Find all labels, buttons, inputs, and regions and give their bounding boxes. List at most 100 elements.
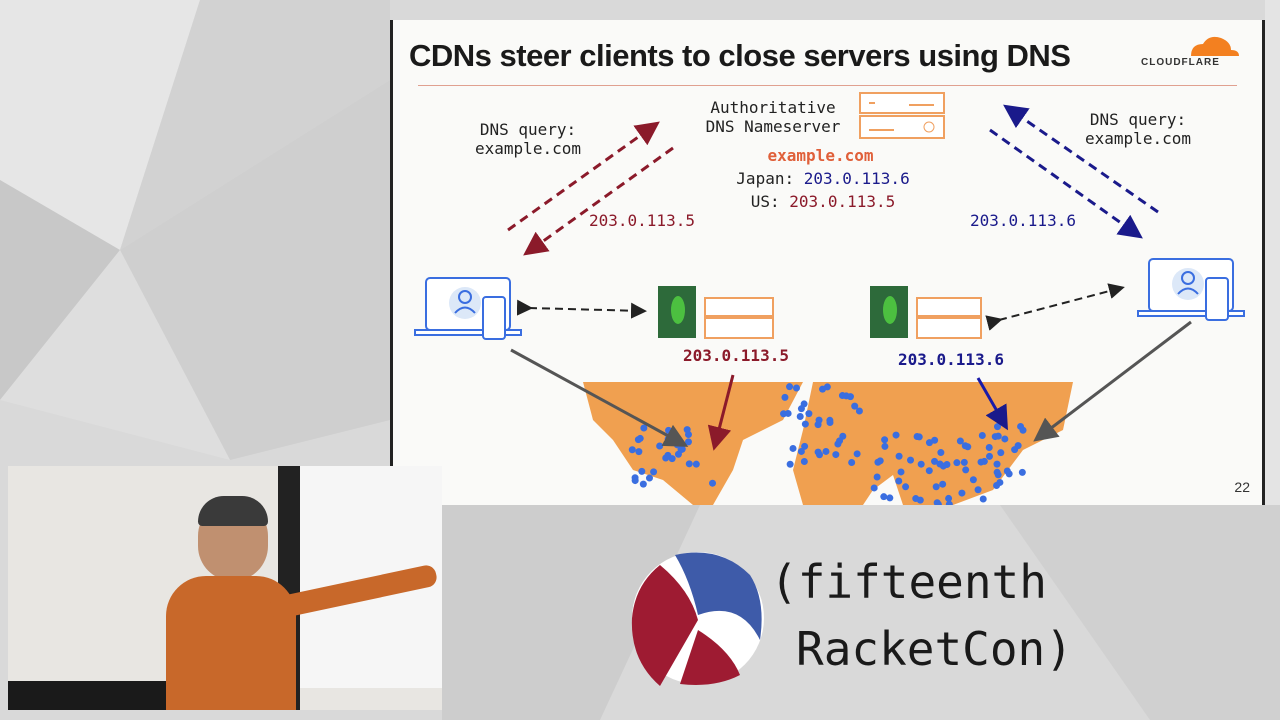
pop-dot [960,458,968,466]
title-divider [418,85,1237,86]
pop-dot [674,450,682,458]
pop-dot [980,457,988,465]
slide-page-number: 22 [1234,479,1250,495]
pop-dot [836,437,844,445]
pop-dot [842,392,850,400]
pop-dot [874,458,882,466]
pop-dot [962,466,970,474]
pop-dot [953,459,961,467]
pop-dot [781,393,789,401]
pop-dot [934,500,942,505]
cloudflare-logo-icon [1191,36,1239,56]
us-server-ip: 203.0.113.5 [683,346,789,365]
us-ip: 203.0.113.5 [789,192,896,211]
pop-dot [945,500,953,505]
pop-dot [640,424,648,432]
pop-dot [662,454,670,462]
pop-dot [939,480,947,488]
japan-label: Japan: [736,169,795,188]
pop-dot [991,433,999,441]
pop-dot [685,460,693,468]
world-map [583,382,1073,505]
event-title-line2: RacketCon) [796,622,1073,676]
pop-dot [800,458,808,466]
pop-dot [917,460,925,468]
pop-dot [636,434,644,442]
pop-dot [931,436,939,444]
pop-dot [880,493,888,501]
pop-dot [897,468,905,476]
domain-name: example.com [767,146,874,165]
pop-dot [801,442,809,450]
pop-dot [956,437,964,445]
left-query-line1: DNS query: [479,120,577,139]
pop-dot [851,402,859,410]
pop-dot [969,476,977,484]
pop-dot [881,442,889,450]
nameserver-server-icon [859,92,945,139]
pop-dot [638,467,646,475]
pop-dot [816,451,824,459]
right-query-line2: example.com [1085,129,1191,148]
right-answer-ip: 203.0.113.6 [970,211,1076,230]
cloudflare-logo-text: CLOUDFLARE [1141,57,1220,68]
nameserver-label: Authoritative DNS Nameserver [693,98,853,136]
pop-dot [937,449,945,457]
nameserver-label-line1: Authoritative [710,98,836,117]
presentation-slide: CDNs steer clients to close servers usin… [390,20,1265,505]
us-client-laptop-icon [414,277,522,340]
pop-dot [801,420,809,428]
left-query-line2: example.com [475,139,581,158]
pop-dot [931,457,939,465]
pop-dot [993,482,1001,490]
speaker-video [8,466,442,710]
pop-dot [819,385,827,393]
pop-dot [709,479,717,487]
pop-dot [912,495,920,503]
pop-dot [797,447,805,455]
japan-client-laptop-icon [1137,258,1245,321]
us-edge-server-icon [658,286,774,339]
us-record: US: 203.0.113.5 [693,192,953,211]
pop-dot [985,443,993,451]
pop-dot [789,444,797,452]
pop-dot [870,484,878,492]
pop-dot [855,407,863,415]
right-query-line1: DNS query: [1089,110,1187,129]
pop-dot [978,432,986,440]
us-label: US: [750,192,780,211]
pop-dot [650,468,658,476]
slide-title: CDNs steer clients to close servers usin… [409,38,1071,73]
pop-dot [805,410,813,418]
pop-dot [635,448,643,456]
pop-dot [786,383,794,391]
pop-dot [784,409,792,417]
pop-dot [985,452,993,460]
pop-dot [932,483,940,491]
japan-server-ip: 203.0.113.6 [898,350,1004,369]
pop-dot [792,384,800,392]
pop-dot [1014,442,1022,450]
pop-dot [1001,435,1009,443]
pop-dot [993,460,1001,468]
left-dns-query: DNS query: example.com [463,120,593,158]
left-query-arrow [507,121,660,232]
pop-dot [853,450,861,458]
pop-dot [631,477,639,485]
right-dns-query: DNS query: example.com [1073,110,1203,148]
pop-dot [645,474,653,482]
pop-dot [997,449,1005,457]
pop-dot [1003,467,1011,475]
pop-dot [925,467,933,475]
pop-dot [895,477,903,485]
pop-dot [907,456,915,464]
pop-dot [678,445,686,453]
japan-edge-server-icon [870,286,982,339]
pop-dot [796,412,804,420]
japan-record: Japan: 203.0.113.6 [693,169,953,188]
pop-dot [939,462,947,470]
pop-dot [979,495,987,503]
pop-dot [639,480,647,488]
pop-dot [815,416,823,424]
